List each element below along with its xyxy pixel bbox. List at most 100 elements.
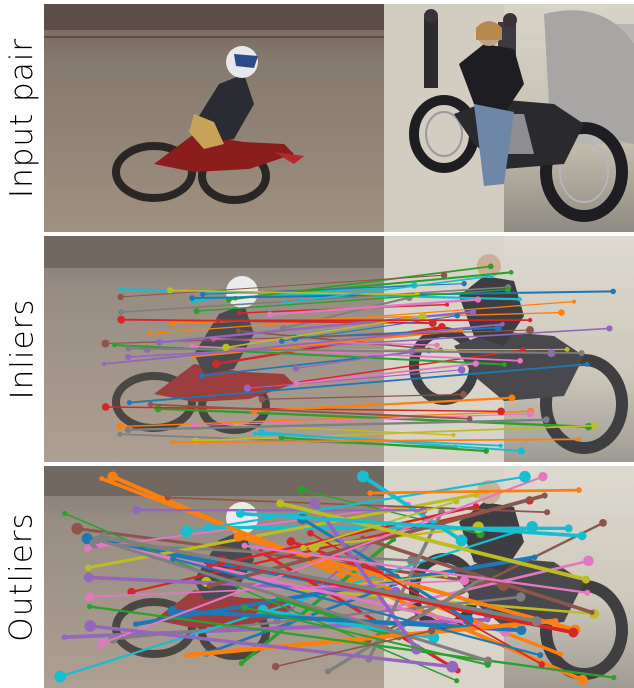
- keypoint-marker: [84, 592, 94, 602]
- keypoint-marker: [577, 674, 588, 686]
- keypoint-marker: [427, 626, 436, 635]
- keypoint-marker: [463, 614, 474, 626]
- match-line: [185, 475, 527, 533]
- keypoint-marker: [526, 410, 534, 418]
- match-line: [126, 418, 548, 432]
- keypoint-marker: [474, 296, 482, 303]
- row-label-outliers: Outliers: [0, 466, 44, 688]
- keypoint-marker: [154, 404, 162, 413]
- keypoint-marker: [508, 270, 514, 275]
- keypoint-marker: [541, 492, 548, 499]
- keypoint-marker: [183, 652, 189, 658]
- keypoint-marker: [589, 609, 595, 616]
- keypoint-marker: [564, 524, 573, 533]
- keypoint-marker: [180, 525, 193, 538]
- keypoint-marker: [116, 423, 124, 431]
- keypoint-marker: [164, 494, 171, 501]
- keypoint-marker: [300, 544, 307, 552]
- keypoint-marker: [472, 503, 480, 510]
- keypoint-marker: [258, 395, 266, 403]
- keypoint-marker: [558, 309, 565, 316]
- match-line: [156, 407, 590, 428]
- match-line: [368, 488, 581, 495]
- keypoint-marker: [84, 564, 92, 572]
- keypoint-marker: [101, 361, 107, 367]
- row-label-text: Input pair: [4, 37, 40, 199]
- keypoint-marker: [584, 361, 590, 367]
- match-line: [276, 595, 402, 640]
- inlier-match-lines: [101, 263, 616, 455]
- keypoint-marker: [215, 318, 221, 323]
- outlier-match-lines: [54, 470, 617, 686]
- keypoint-marker: [517, 296, 522, 302]
- keypoint-marker: [454, 313, 461, 319]
- inliers-panel: [44, 236, 634, 462]
- keypoint-marker: [117, 293, 124, 301]
- row-label-text: Inliers: [4, 298, 41, 400]
- match-line: [206, 525, 571, 531]
- keypoint-marker: [437, 323, 446, 331]
- keypoint-marker: [84, 620, 97, 632]
- match-line: [194, 413, 531, 427]
- keypoint-marker: [189, 343, 195, 350]
- keypoint-marker: [520, 347, 526, 353]
- keypoint-marker: [591, 422, 598, 430]
- keypoint-marker: [292, 364, 300, 372]
- keypoint-marker: [357, 470, 369, 483]
- keypoint-marker: [235, 509, 245, 518]
- match-line: [360, 536, 594, 615]
- keypoint-marker: [241, 542, 248, 549]
- match-line: [280, 436, 488, 453]
- keypoint-marker: [324, 668, 331, 675]
- row-label-text: Outliers: [4, 512, 40, 642]
- keypoint-marker: [243, 384, 252, 393]
- keypoint-marker: [584, 589, 591, 596]
- keypoint-marker: [125, 345, 132, 352]
- keypoint-marker: [413, 291, 421, 299]
- keypoint-marker: [233, 531, 244, 542]
- keypoint-marker: [83, 572, 94, 583]
- keypoint-marker: [599, 519, 607, 527]
- keypoint-marker: [571, 299, 576, 304]
- keypoint-marker: [459, 576, 470, 586]
- match-line: [278, 501, 588, 582]
- keypoint-marker: [472, 360, 479, 367]
- keypoint-marker: [428, 632, 440, 644]
- keypoint-marker: [578, 349, 585, 357]
- keypoint-marker: [97, 638, 107, 649]
- match-line: [95, 538, 490, 663]
- match-line: [103, 323, 504, 365]
- keypoint-marker: [504, 286, 511, 293]
- keypoint-marker: [453, 498, 460, 505]
- keypoint-marker: [577, 531, 587, 541]
- keypoint-marker: [235, 328, 241, 334]
- keypoint-marker: [132, 505, 141, 515]
- keypoint-marker: [519, 470, 531, 483]
- match-line: [361, 474, 464, 543]
- keypoint-marker: [171, 440, 176, 445]
- match-line: [88, 579, 466, 598]
- match-line: [170, 608, 524, 633]
- match-line: [118, 410, 532, 428]
- keypoint-marker: [454, 678, 460, 684]
- keypoint-marker: [500, 321, 505, 327]
- keypoint-marker: [155, 339, 163, 346]
- keypoint-marker: [278, 434, 285, 441]
- keypoint-marker: [558, 651, 564, 657]
- keypoint-marker: [212, 360, 221, 368]
- keypoint-marker: [107, 471, 118, 482]
- match-line: [253, 433, 502, 447]
- outliers-panel: [44, 466, 634, 688]
- right-image-woman-motorcycle: [384, 4, 634, 232]
- match-line: [225, 315, 424, 349]
- keypoint-marker: [222, 343, 230, 352]
- keypoint-marker: [170, 555, 177, 562]
- keypoint-marker: [281, 300, 287, 305]
- keypoint-marker: [516, 592, 526, 602]
- keypoint-marker: [83, 544, 92, 552]
- keypoint-marker: [418, 312, 427, 320]
- keypoint-marker: [610, 288, 616, 295]
- keypoint-marker: [276, 499, 285, 508]
- keypoint-marker: [488, 274, 494, 279]
- keypoint-marker: [238, 660, 245, 667]
